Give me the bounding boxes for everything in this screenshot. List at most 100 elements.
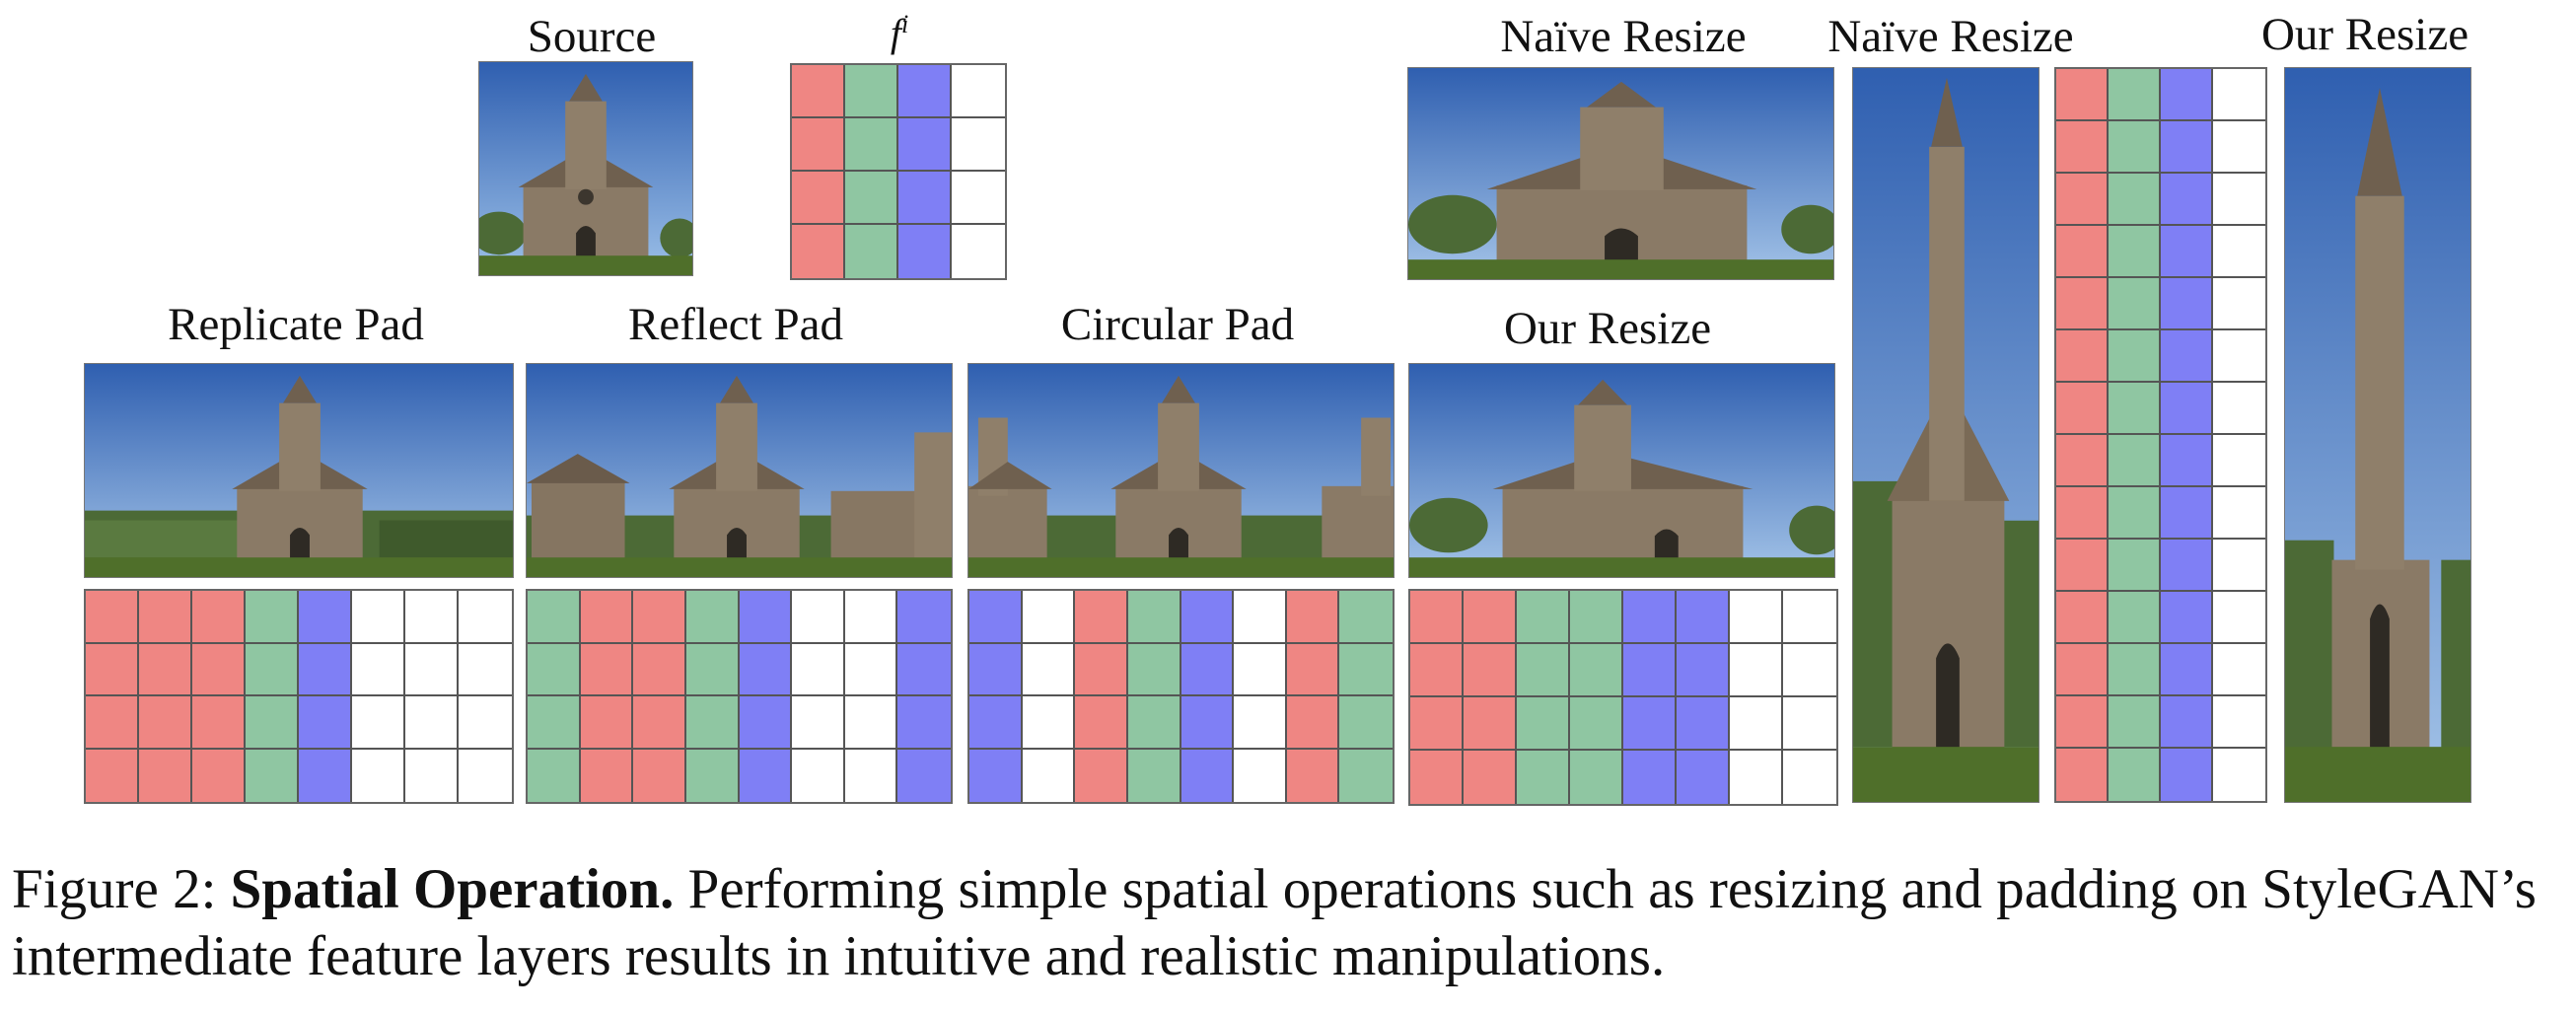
reflect-pad-photo: [526, 363, 953, 578]
grid-cell-red: [2056, 435, 2109, 487]
grid-cell-green: [845, 118, 898, 172]
grid-cell-blue: [1623, 591, 1677, 644]
grid-cell-red: [633, 749, 686, 802]
grid-cell-red: [1075, 643, 1128, 696]
grid-cell-white: [2213, 435, 2265, 487]
grid-cell-red: [792, 172, 845, 225]
grid-cell-blue: [1181, 749, 1235, 802]
grid-cell-blue: [2161, 226, 2213, 278]
grid-cell-red: [86, 591, 139, 644]
grid-cell-green: [1339, 591, 1393, 644]
circular-pad-photo: [967, 363, 1395, 578]
grid-cell-blue: [898, 172, 952, 225]
grid-cell-red: [86, 749, 139, 802]
caption-text: Performing simple spatial operations suc…: [12, 858, 2537, 988]
figure-caption: Figure 2: Spatial Operation. Performing …: [12, 856, 2566, 991]
grid-cell-white: [405, 591, 459, 644]
grid-cell-green: [2109, 174, 2161, 226]
grid-cell-red: [633, 643, 686, 696]
grid-cell-green: [1127, 749, 1181, 802]
grid-cell-red: [86, 643, 139, 696]
grid-cell-white: [1022, 696, 1076, 750]
grid-cell-white: [459, 643, 512, 696]
grid-cell-blue: [1181, 696, 1235, 750]
naive-resize-vertical-photo: [1852, 67, 2039, 803]
grid-cell-red: [1286, 591, 1340, 644]
grid-cell-red: [192, 643, 246, 696]
grid-cell-blue: [897, 696, 951, 750]
grid-cell-green: [1339, 643, 1393, 696]
grid-cell-white: [792, 749, 845, 802]
grid-cell-red: [139, 643, 192, 696]
grid-cell-blue: [1623, 697, 1677, 751]
grid-cell-white: [952, 118, 1005, 172]
grid-cell-green: [1339, 749, 1393, 802]
grid-cell-blue: [969, 591, 1023, 644]
grid-cell-green: [2109, 69, 2161, 121]
grid-cell-green: [2109, 383, 2161, 435]
grid-cell-red: [2056, 383, 2109, 435]
fi-base: f: [890, 11, 901, 55]
grid-cell-green: [1570, 697, 1623, 751]
grid-cell-blue: [2161, 330, 2213, 383]
grid-cell-white: [405, 749, 459, 802]
grid-cell-white: [1022, 749, 1076, 802]
grid-cell-green: [1127, 696, 1181, 750]
grid-cell-green: [845, 65, 898, 118]
our-resize-horizontal-photo: [1408, 363, 1835, 578]
grid-cell-white: [2213, 644, 2265, 696]
grid-cell-green: [845, 172, 898, 225]
grid-cell-red: [192, 696, 246, 750]
grid-cell-white: [1730, 591, 1783, 644]
grid-cell-blue: [739, 696, 793, 750]
grid-cell-red: [1075, 696, 1128, 750]
grid-cell-green: [2109, 592, 2161, 644]
our-resize-vertical-photo: [2284, 67, 2471, 803]
grid-cell-white: [1783, 644, 1836, 697]
grid-cell-red: [792, 118, 845, 172]
grid-cell-blue: [1623, 644, 1677, 697]
grid-cell-red: [1464, 591, 1517, 644]
label-feature-fi: fi: [891, 12, 908, 53]
grid-cell-green: [1570, 591, 1623, 644]
grid-cell-blue: [898, 225, 952, 278]
grid-cell-red: [139, 591, 192, 644]
grid-cell-white: [459, 749, 512, 802]
grid-cell-red: [2056, 696, 2109, 749]
grid-cell-blue: [2161, 121, 2213, 174]
label-naive-resize-vertical: Naïve Resize: [1827, 11, 2074, 62]
grid-cell-white: [352, 591, 405, 644]
grid-cell-blue: [969, 749, 1023, 802]
grid-cell-green: [685, 749, 740, 802]
grid-cell-red: [139, 696, 192, 750]
grid-cell-white: [844, 643, 898, 696]
grid-cell-red: [2056, 174, 2109, 226]
grid-cell-green: [2109, 644, 2161, 696]
grid-cell-blue: [299, 749, 352, 802]
grid-cell-blue: [969, 696, 1023, 750]
grid-cell-white: [952, 172, 1005, 225]
grid-cell-white: [2213, 174, 2265, 226]
grid-cell-red: [192, 749, 246, 802]
grid-cell-white: [952, 225, 1005, 278]
grid-cell-white: [1234, 749, 1287, 802]
grid-cell-white: [352, 643, 405, 696]
fi-superscript: i: [900, 10, 909, 38]
grid-cell-blue: [2161, 383, 2213, 435]
grid-cell-white: [459, 696, 512, 750]
grid-cell-green: [685, 696, 740, 750]
source-church-photo: [478, 61, 693, 276]
grid-cell-green: [528, 696, 581, 750]
grid-cell-blue: [2161, 487, 2213, 540]
caption-prefix: Figure 2:: [12, 858, 231, 920]
grid-cell-green: [2109, 121, 2161, 174]
label-our-resize-vertical: Our Resize: [2260, 9, 2469, 60]
grid-cell-white: [352, 749, 405, 802]
grid-cell-red: [2056, 121, 2109, 174]
grid-cell-white: [792, 643, 845, 696]
grid-cell-white: [2213, 540, 2265, 592]
grid-cell-red: [792, 225, 845, 278]
grid-cell-white: [352, 696, 405, 750]
grid-cell-green: [528, 643, 581, 696]
label-our-resize-horizontal: Our Resize: [1503, 303, 1712, 354]
